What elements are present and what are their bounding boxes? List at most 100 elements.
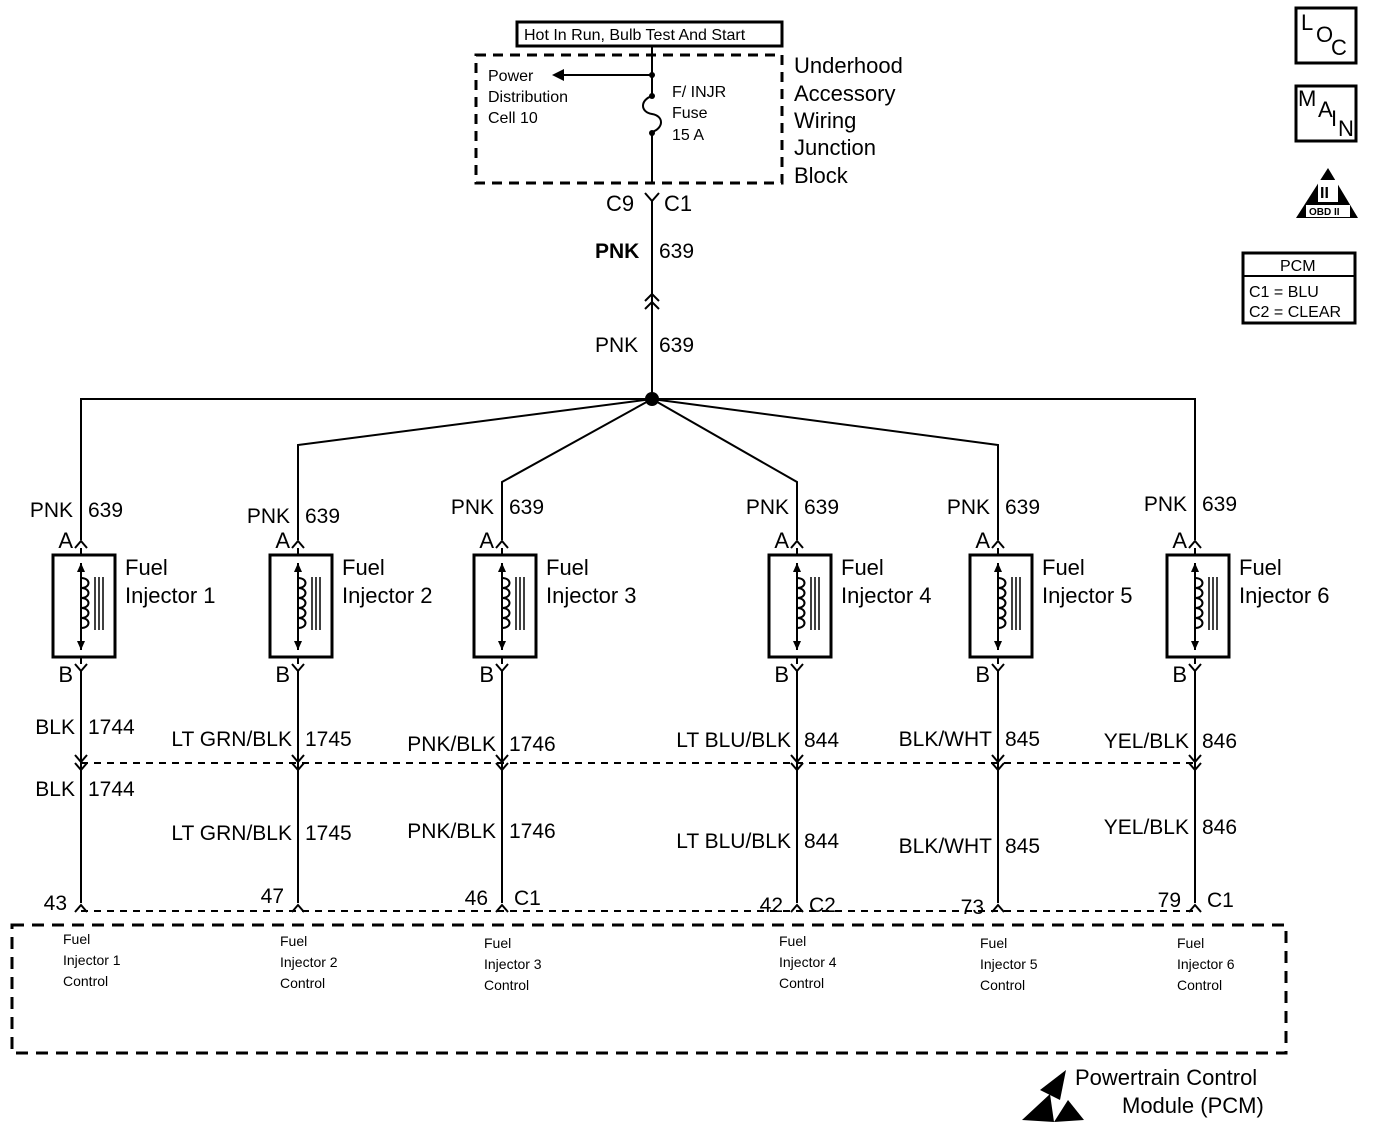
feed-circuit-label: 639	[305, 505, 340, 528]
injector-box	[51, 553, 117, 659]
pcm-connector-label: C2	[809, 894, 836, 917]
pcm-pin-icon	[790, 903, 804, 913]
pdc-label-1: Power	[488, 68, 534, 85]
feed-color-label: PNK	[451, 496, 494, 519]
output-circuit-label: 1745	[305, 728, 352, 751]
coil-icon	[297, 577, 307, 629]
control-label-line3: Control	[280, 975, 325, 991]
connector-b-icon	[1188, 663, 1202, 673]
pin-a-label: A	[479, 528, 494, 553]
pcm-wire-circuit-label: 845	[1005, 835, 1040, 858]
feed-color-label: PNK	[746, 496, 789, 519]
coil-icon	[501, 577, 511, 629]
feed-circuit-label: 639	[1202, 493, 1237, 516]
fuse-label-1: F/ INJR	[672, 84, 726, 101]
pcm-legend-c1: C1 = BLU	[1249, 284, 1319, 301]
control-label-line2: Injector 6	[1177, 956, 1235, 972]
connector-a-icon	[74, 539, 88, 549]
connector-icon	[644, 192, 660, 203]
control-label-line2: Injector 5	[980, 956, 1038, 972]
pin-a-label: A	[774, 528, 789, 553]
pin-b-label: B	[275, 662, 290, 687]
pcm-legend-title: PCM	[1280, 258, 1316, 275]
pcm-connector-label: C1	[514, 887, 541, 910]
pin-a-label: A	[975, 528, 990, 553]
svg-text:L: L	[1301, 10, 1313, 35]
block-label-2: Accessory	[794, 81, 895, 106]
pcm-wire-color-label: BLK	[35, 778, 75, 801]
coil-icon	[80, 577, 90, 629]
block-label-3: Wiring	[794, 108, 856, 133]
connector-a-icon	[495, 539, 509, 549]
junction-block-outline	[474, 53, 784, 185]
coil-icon	[796, 577, 806, 629]
injector-label-line2: Injector 4	[841, 583, 932, 608]
output-color-label: LT BLU/BLK	[676, 729, 791, 752]
svg-text:OBD II: OBD II	[1309, 207, 1340, 218]
pcm-wire-circuit-label: 1746	[509, 820, 556, 843]
svg-text:C: C	[1331, 35, 1347, 60]
feed-color-mid: PNK	[595, 334, 638, 357]
fuse-icon	[642, 95, 662, 133]
pcm-name-1: Powertrain Control	[1075, 1065, 1257, 1090]
control-label-line3: Control	[779, 975, 824, 991]
inline-connector-icon	[644, 292, 660, 310]
svg-text:A: A	[1318, 97, 1333, 122]
feed-color-top: PNK	[595, 240, 639, 263]
control-label-line1: Fuel	[1177, 935, 1204, 951]
pcm-wire-circuit-label: 1745	[305, 822, 352, 845]
pin-b-label: B	[58, 662, 73, 687]
control-label-line3: Control	[484, 977, 529, 993]
pcm-pin-label: 73	[961, 896, 984, 919]
pcm-wire-circuit-label: 1744	[88, 778, 135, 801]
block-label-1: Underhood	[794, 53, 903, 78]
feed-color-label: PNK	[30, 499, 73, 522]
output-color-label: LT GRN/BLK	[171, 728, 292, 751]
output-circuit-label: 845	[1005, 728, 1040, 751]
connector-b-icon	[291, 663, 305, 673]
feed-circuit-mid: 639	[659, 334, 694, 357]
pcm-pin-label: 47	[261, 885, 284, 908]
pcm-wire-color-label: LT GRN/BLK	[171, 822, 292, 845]
pcm-name-2: Module (PCM)	[1122, 1093, 1264, 1118]
coil-icon	[997, 577, 1007, 629]
injector-label-line2: Injector 6	[1239, 583, 1330, 608]
pdc-label-3: Cell 10	[488, 110, 538, 127]
injector-label-line1: Fuel	[1042, 555, 1085, 580]
feed-color-label: PNK	[1144, 493, 1187, 516]
svg-text:I: I	[1331, 106, 1337, 131]
fuse-label-2: Fuse	[672, 105, 708, 122]
pcm-wire-color-label: LT BLU/BLK	[676, 830, 791, 853]
connector-b-icon	[790, 663, 804, 673]
conn-right-label: C1	[664, 191, 692, 216]
output-circuit-label: 844	[804, 729, 839, 752]
pcm-wire-color-label: YEL/BLK	[1104, 816, 1189, 839]
fuse-label-3: 15 A	[672, 127, 704, 144]
pcm-pin-icon	[74, 903, 88, 913]
output-circuit-label: 1744	[88, 716, 135, 739]
esd-warning-icon	[1022, 1070, 1084, 1122]
injector-box	[268, 553, 334, 659]
inline-connector-icon	[291, 754, 305, 772]
pcm-legend-c2: C2 = CLEAR	[1249, 304, 1341, 321]
injector-label-line1: Fuel	[1239, 555, 1282, 580]
feed-circuit-label: 639	[804, 496, 839, 519]
arrow-left-icon	[552, 69, 564, 81]
control-label-line1: Fuel	[779, 933, 806, 949]
connector-b-icon	[495, 663, 509, 673]
injector-box	[767, 553, 833, 659]
control-label-line1: Fuel	[980, 935, 1007, 951]
pcm-pin-label: 79	[1158, 889, 1181, 912]
control-label-line2: Injector 3	[484, 956, 542, 972]
pin-b-label: B	[479, 662, 494, 687]
output-color-label: YEL/BLK	[1104, 730, 1189, 753]
connector-a-icon	[991, 539, 1005, 549]
feed-color-label: PNK	[947, 496, 990, 519]
control-label-line1: Fuel	[63, 931, 90, 947]
feed-circuit-label: 639	[88, 499, 123, 522]
pcm-wire-color-label: BLK/WHT	[899, 835, 993, 858]
